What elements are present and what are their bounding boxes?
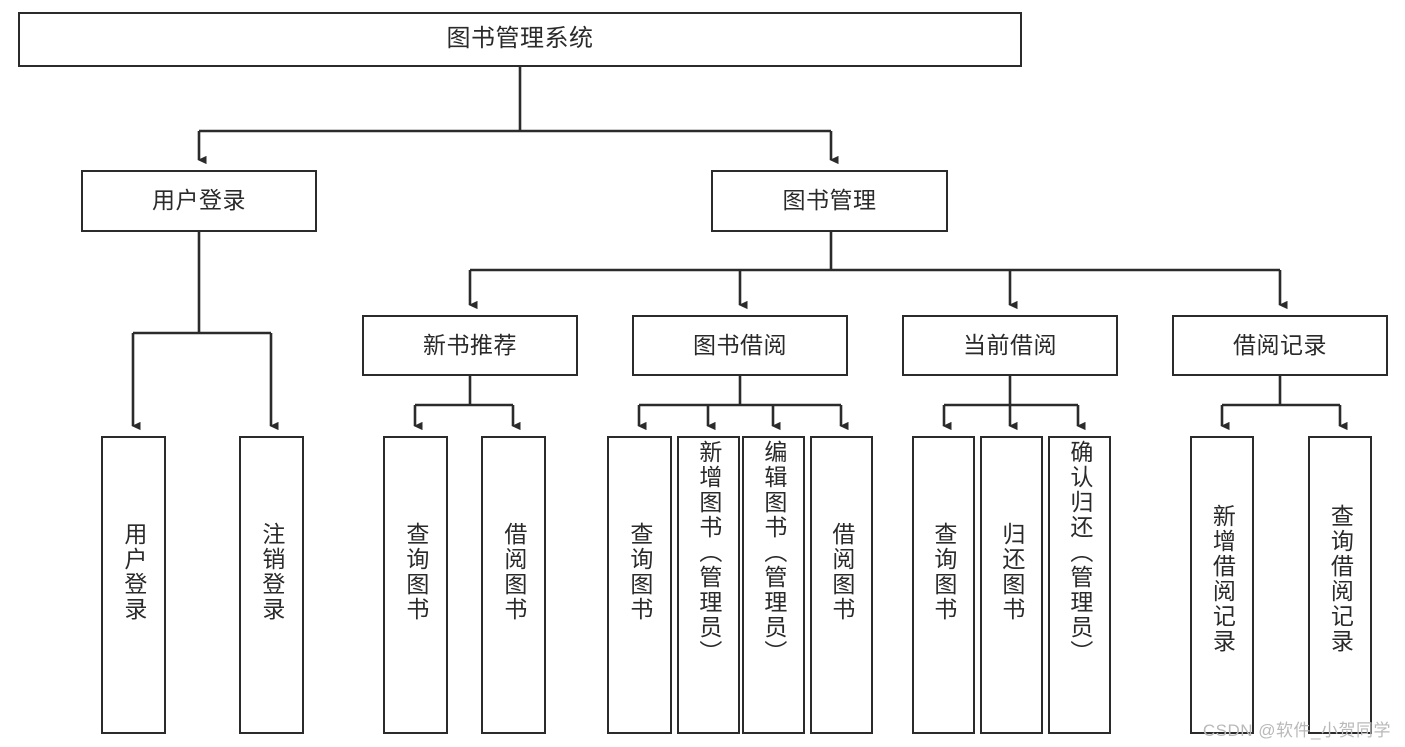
leaf-borrow-edit-book-admin[interactable]: 编辑图书（管理员） <box>742 436 805 734</box>
node-label: 新增图书（管理员） <box>695 440 722 665</box>
node-label: 新书推荐 <box>423 331 517 358</box>
node-label: 新增借阅记录 <box>1209 504 1236 654</box>
leaf-record-query-borrow-record[interactable]: 查询借阅记录 <box>1308 436 1372 734</box>
node-borrow-record[interactable]: 借阅记录 <box>1172 315 1388 376</box>
node-label: 编辑图书（管理员） <box>760 440 787 665</box>
csdn-watermark: CSDN @软件_小贺同学 <box>1202 721 1391 740</box>
node-current-borrow[interactable]: 当前借阅 <box>902 315 1118 376</box>
node-label: 借阅记录 <box>1233 331 1327 358</box>
node-label: 确认归还（管理员） <box>1066 440 1093 665</box>
node-label: 借阅图书 <box>828 522 855 622</box>
node-label: 用户登录 <box>120 522 147 622</box>
node-root-library-system[interactable]: 图书管理系统 <box>18 12 1022 67</box>
node-label: 查询图书 <box>402 522 429 622</box>
node-label: 注销登录 <box>258 522 285 622</box>
node-label: 查询图书 <box>626 522 653 622</box>
leaf-newbook-query-book[interactable]: 查询图书 <box>383 436 448 734</box>
node-label: 当前借阅 <box>963 331 1057 358</box>
leaf-record-add-borrow-record[interactable]: 新增借阅记录 <box>1190 436 1254 734</box>
leaf-borrow-borrow-book[interactable]: 借阅图书 <box>810 436 873 734</box>
node-label: 用户登录 <box>152 187 246 214</box>
leaf-newbook-borrow-book[interactable]: 借阅图书 <box>481 436 546 734</box>
leaf-current-confirm-return-admin[interactable]: 确认归还（管理员） <box>1048 436 1111 734</box>
leaf-user-login[interactable]: 用户登录 <box>101 436 166 734</box>
node-label: 查询图书 <box>930 522 957 622</box>
node-book-management[interactable]: 图书管理 <box>711 170 948 232</box>
leaf-current-return-book[interactable]: 归还图书 <box>980 436 1043 734</box>
node-label: 图书管理 <box>782 187 877 214</box>
leaf-borrow-query-book[interactable]: 查询图书 <box>607 436 672 734</box>
node-book-borrow[interactable]: 图书借阅 <box>632 315 848 376</box>
node-user-login[interactable]: 用户登录 <box>81 170 317 232</box>
node-label: 查询借阅记录 <box>1327 504 1354 654</box>
leaf-logout[interactable]: 注销登录 <box>239 436 304 734</box>
node-new-book-recommend[interactable]: 新书推荐 <box>362 315 578 376</box>
node-label: 图书管理系统 <box>446 25 594 53</box>
leaf-borrow-add-book-admin[interactable]: 新增图书（管理员） <box>677 436 740 734</box>
node-label: 归还图书 <box>998 522 1025 622</box>
node-label: 借阅图书 <box>500 522 527 622</box>
node-label: 图书借阅 <box>693 331 787 358</box>
leaf-current-query-book[interactable]: 查询图书 <box>912 436 975 734</box>
